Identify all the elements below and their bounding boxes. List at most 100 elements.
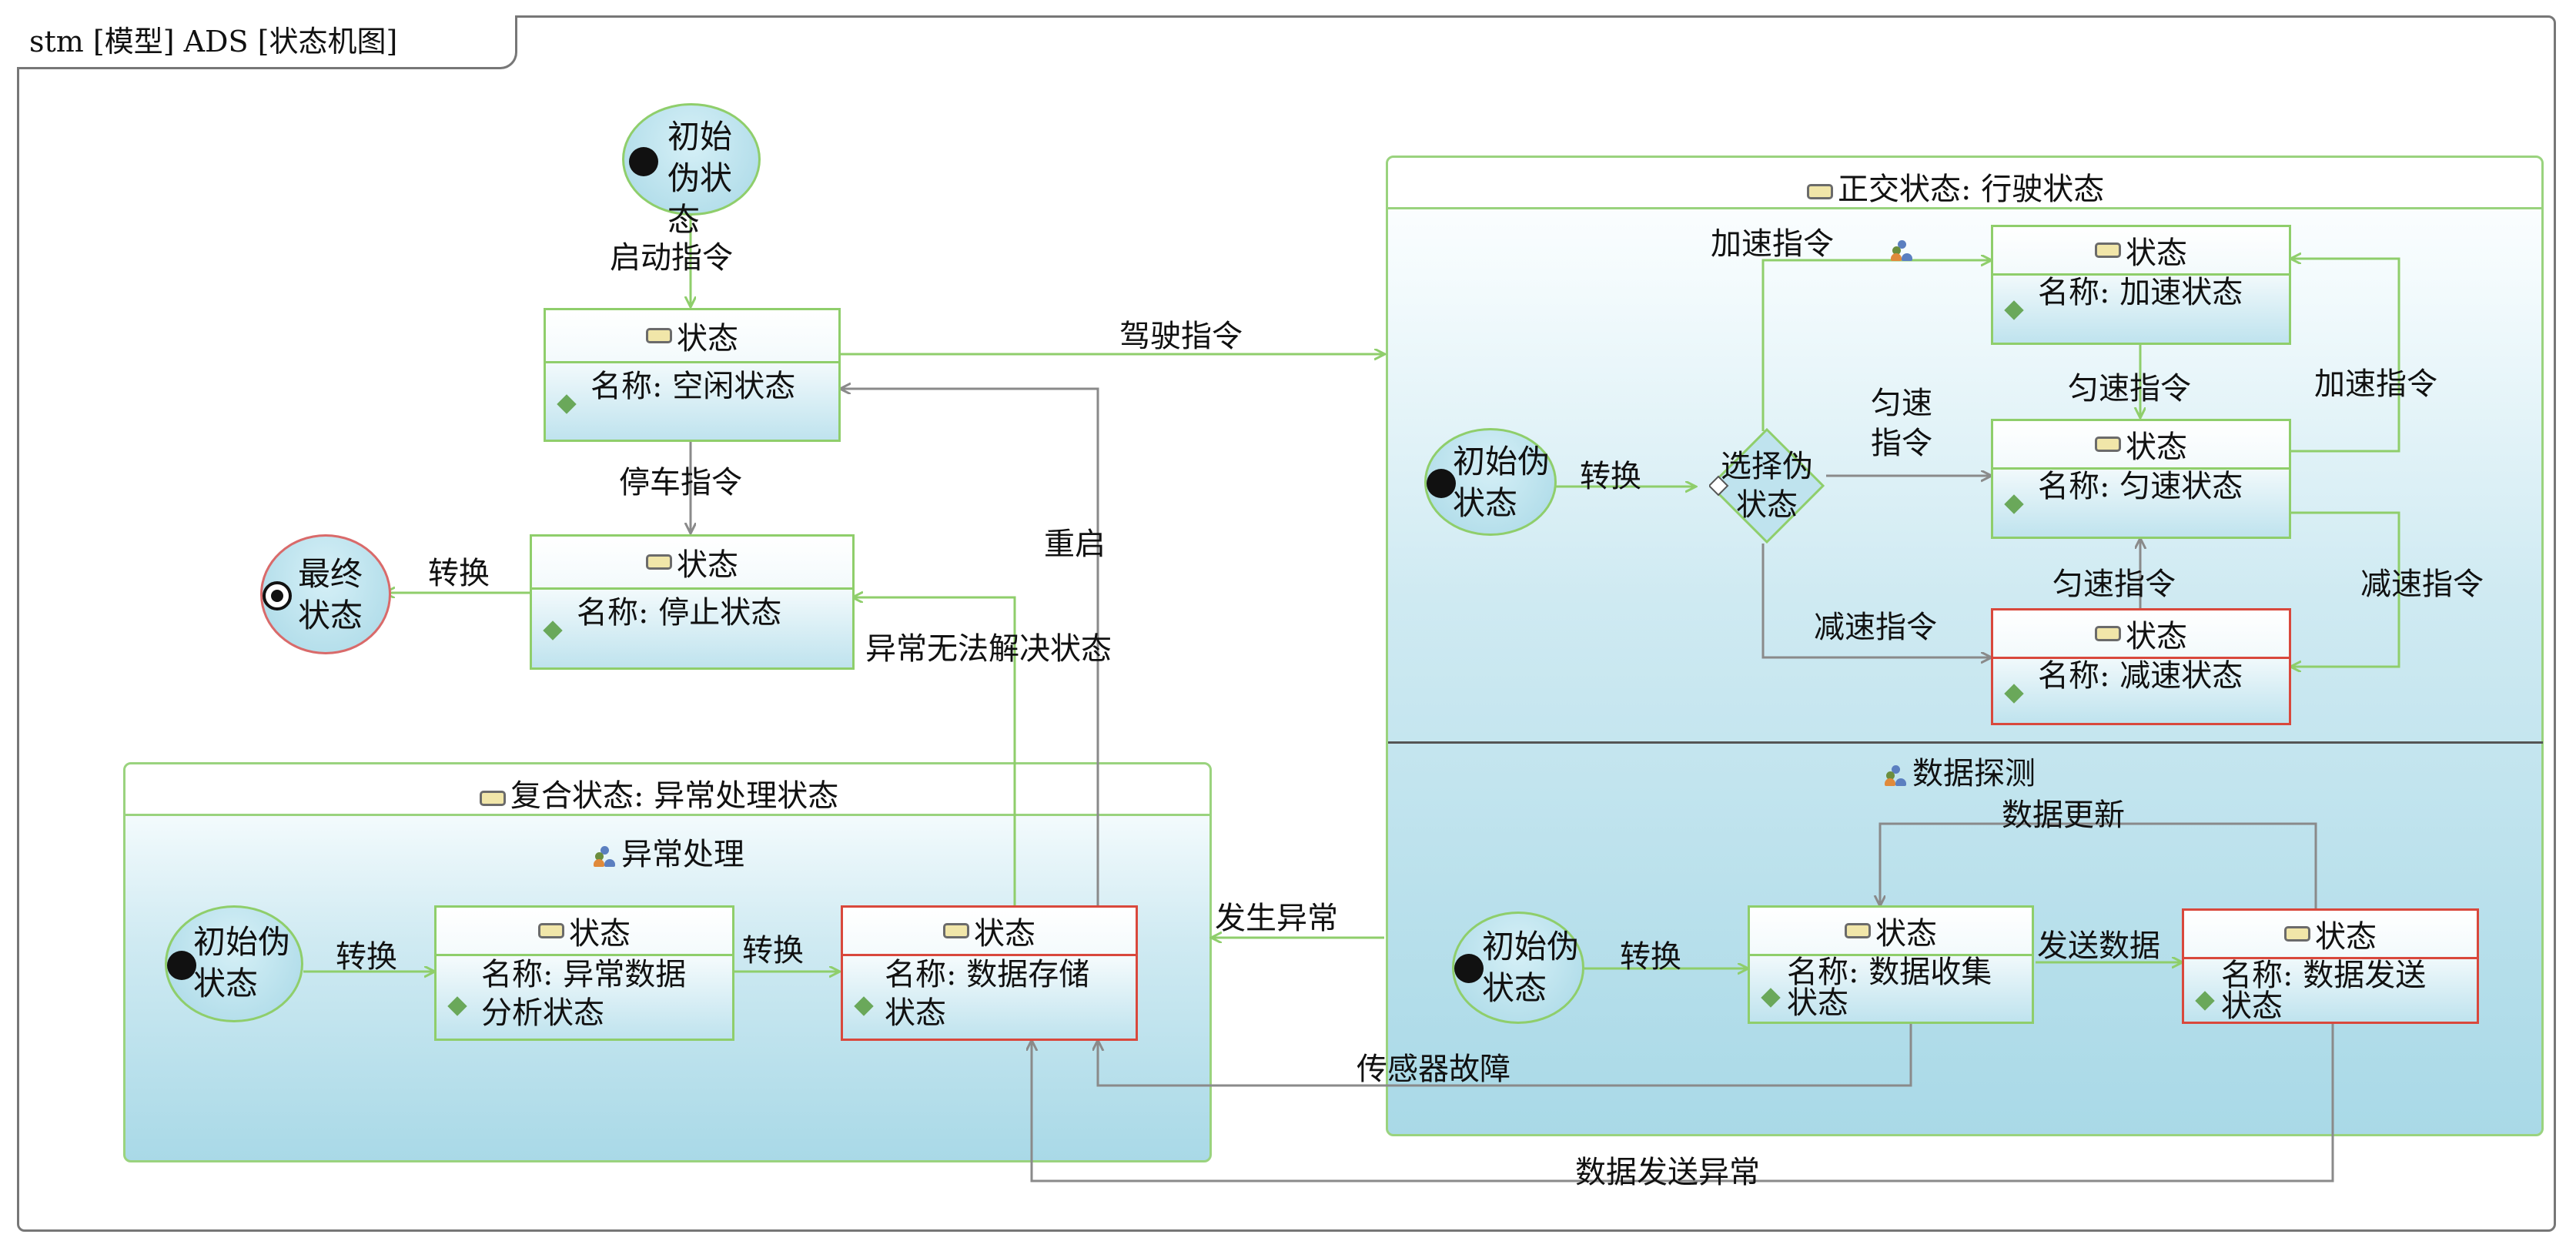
region-driving-header	[1388, 158, 2541, 209]
state-tag-icon	[2095, 243, 2121, 258]
state-tag-icon	[646, 328, 672, 343]
state-body: 名称: 匀速状态	[1993, 467, 2289, 537]
region-exception-subtitle: 异常处理	[594, 829, 744, 874]
transition-label-restart: 重启	[1044, 527, 1106, 562]
frame-title-tab	[17, 15, 517, 69]
state-body: 名称: 异常数据 分析状态	[437, 954, 732, 1039]
state-body: 名称: 停止状态	[532, 587, 852, 667]
attribute-marker-icon	[2004, 289, 2024, 327]
state-name: 名称: 停止状态	[577, 595, 782, 631]
driving-initial-label: 初始伪 状态	[1453, 443, 1551, 522]
attribute-marker-icon	[1761, 980, 1781, 1011]
people-icon	[1885, 765, 1908, 787]
state-name: 名称: 数据发送 状态	[2221, 958, 2427, 1024]
state-name: 名称: 加速状态	[2038, 275, 2243, 310]
transition-label-accel-cmd: 加速指令	[1711, 226, 1834, 262]
choice-diamond-icon	[1709, 428, 1825, 544]
transition-label-decel-right: 减速指令	[2360, 567, 2484, 602]
state-data-storage[interactable]: 状态 名称: 数据存储 状态	[841, 905, 1138, 1041]
state-decelerate[interactable]: 状态 名称: 减速状态	[1991, 608, 2291, 725]
transition-label-drive: 驾驶指令	[1119, 319, 1243, 354]
transition-label-park: 停车指令	[619, 465, 742, 500]
detection-initial-pseudo-state[interactable]: 初始伪 状态	[1452, 912, 1584, 1024]
initial-pseudo-state[interactable]: 初始 伪状态	[622, 103, 761, 239]
state-body: 名称: 空闲状态	[546, 361, 838, 440]
attribute-marker-icon	[543, 609, 563, 647]
transition-label-uniform-cmd: 匀速 指令	[1871, 386, 1932, 461]
state-tag-icon	[2095, 437, 2121, 452]
state-stop[interactable]: 状态 名称: 停止状态	[530, 534, 855, 670]
transition-label-exc-init: 转换	[336, 939, 397, 975]
choice-label: 选择伪 状态	[1721, 449, 1813, 523]
state-data-collection[interactable]: 状态 名称: 数据收集 状态	[1748, 905, 2034, 1024]
state-tag-icon	[943, 923, 969, 938]
state-body: 名称: 加速状态	[1993, 273, 2289, 343]
people-icon	[594, 846, 617, 868]
state-data-send[interactable]: 状态 名称: 数据发送 状态	[2182, 908, 2479, 1024]
final-bullseye-icon	[263, 581, 292, 610]
state-header: 状态	[532, 537, 852, 590]
transition-label-send-data: 发送数据	[2037, 928, 2160, 964]
state-name: 名称: 数据收集 状态	[1787, 955, 1992, 1021]
state-header: 状态	[1993, 610, 2289, 659]
transition-label-accel-right: 加速指令	[2314, 366, 2437, 402]
transition-label-start: 启动指令	[610, 240, 733, 276]
people-icon	[1891, 240, 1914, 262]
attribute-marker-icon	[854, 985, 874, 1023]
attribute-marker-icon	[2004, 672, 2024, 711]
state-tag-icon	[1845, 923, 1871, 938]
transition-label-uniform-from-accel: 匀速指令	[2068, 371, 2191, 406]
transition-label-sensor-fault: 传感器故障	[1357, 1052, 1510, 1087]
state-header: 状态	[546, 310, 838, 363]
state-name: 名称: 异常数据 分析状态	[481, 957, 687, 1031]
state-tag-icon	[2095, 626, 2121, 641]
attribute-marker-icon	[2004, 483, 2024, 521]
final-state-label: 最终 状态	[298, 555, 363, 634]
state-idle[interactable]: 状态 名称: 空闲状态	[544, 308, 841, 442]
state-uniform[interactable]: 状态 名称: 匀速状态	[1991, 419, 2291, 539]
initial-dot-icon	[629, 147, 658, 176]
choice-pseudo-state[interactable]: 选择伪 状态	[1709, 428, 1825, 544]
state-header: 状态	[1750, 908, 2032, 956]
transition-label-to-final: 转换	[428, 556, 490, 591]
state-header: 状态	[2184, 911, 2477, 959]
state-exception-analysis[interactable]: 状态 名称: 异常数据 分析状态	[434, 905, 734, 1041]
driving-initial-pseudo-state[interactable]: 初始伪 状态	[1424, 428, 1557, 536]
state-body: 名称: 数据存储 状态	[843, 954, 1136, 1039]
state-header: 状态	[843, 908, 1136, 956]
transition-label-driving-init: 转换	[1580, 459, 1641, 494]
region-detection-title: 数据探测	[1885, 748, 2036, 793]
state-tag-icon	[2284, 926, 2310, 942]
transition-label-occur-exception: 发生异常	[1215, 901, 1338, 936]
state-body: 名称: 减速状态	[1993, 657, 2289, 723]
state-tag-icon	[646, 554, 672, 570]
state-name: 名称: 数据存储 状态	[885, 957, 1090, 1031]
transition-label-decel-cmd: 减速指令	[1814, 610, 1937, 645]
attribute-marker-icon	[447, 985, 467, 1023]
transition-label-detect-init: 转换	[1620, 939, 1681, 975]
final-state[interactable]: 最终 状态	[260, 534, 391, 654]
state-tag-icon	[538, 923, 564, 938]
transition-label-unresolved: 异常无法解决状态	[865, 631, 1112, 667]
initial-pseudo-state-label: 初始 伪状态	[667, 118, 733, 239]
region-exception-title: 复合状态: 异常处理状态	[480, 771, 838, 815]
state-header: 状态	[1993, 227, 2289, 276]
orthogonal-separator	[1388, 741, 2543, 744]
transition-label-uniform-from-decel: 匀速指令	[2052, 567, 2176, 602]
driving-people-icon	[1891, 231, 1919, 266]
frame-title: stm [模型] ADS [状态机图]	[29, 25, 398, 59]
initial-dot-icon	[167, 951, 196, 980]
state-header: 状态	[1993, 421, 2289, 470]
attribute-marker-icon	[557, 383, 577, 421]
state-body: 名称: 数据收集 状态	[1750, 954, 2032, 1022]
state-name: 名称: 匀速状态	[2038, 469, 2243, 504]
state-name: 名称: 减速状态	[2038, 658, 2243, 694]
region-driving-title: 正交状态: 行驶状态	[1807, 164, 2104, 209]
exception-initial-pseudo-state[interactable]: 初始伪 状态	[165, 905, 303, 1022]
state-body: 名称: 数据发送 状态	[2184, 957, 2477, 1022]
transition-label-data-update: 数据更新	[2002, 798, 2125, 833]
state-accelerate[interactable]: 状态 名称: 加速状态	[1991, 225, 2291, 345]
state-header: 状态	[437, 908, 732, 956]
detection-initial-label: 初始伪 状态	[1482, 928, 1580, 1007]
state-tag-icon	[480, 791, 506, 806]
